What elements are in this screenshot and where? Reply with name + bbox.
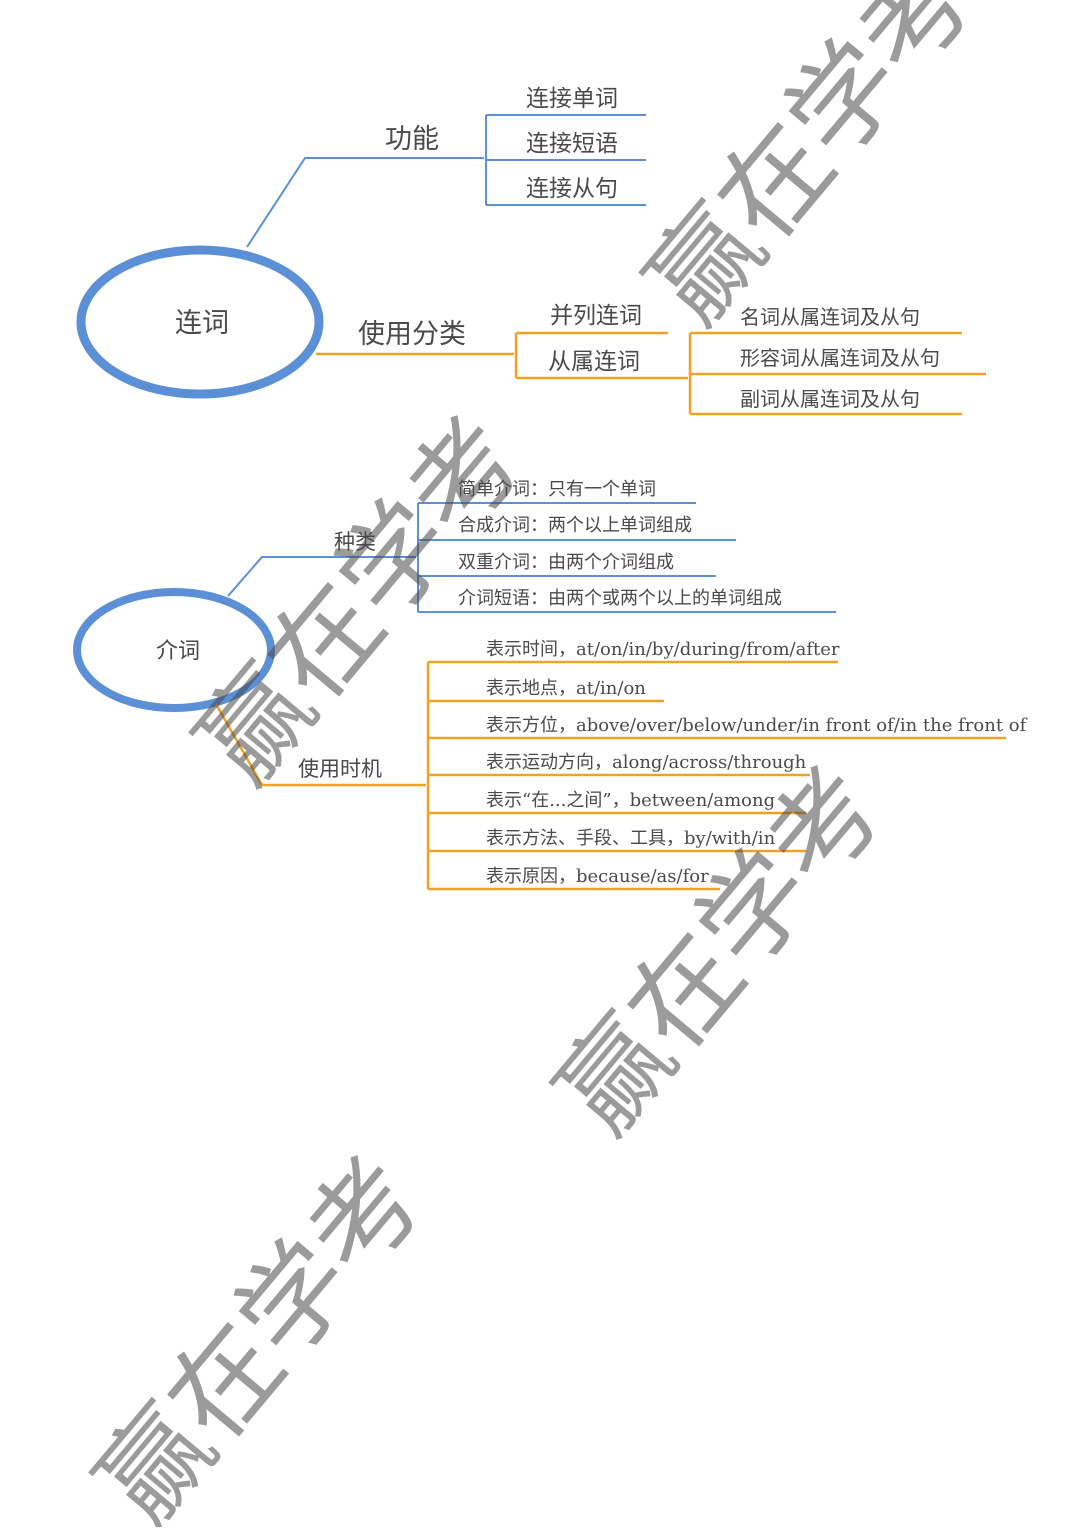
function-item: 连接单词 [526,86,618,112]
usage-label: 使用时机 [298,757,382,781]
usage-connector [214,703,426,787]
types-item: 双重介词：由两个介词组成 [458,552,674,573]
usage-items: 表示时间，at/on/in/by/during/from/after 表示地点，… [428,639,1028,891]
types-label: 种类 [334,530,376,554]
function-label: 功能 [385,124,439,155]
preposition-root-label: 介词 [156,639,200,664]
types-items: 简单介词：只有一个单词 合成介词：两个以上单词组成 双重介词：由两个介词组成 介… [418,479,836,613]
watermark-text: 赢在学考 [624,0,997,347]
usage-item: 表示时间，at/on/in/by/during/from/after [486,639,840,660]
usage-item: 表示原因，because/as/for [486,866,709,887]
function-items: 连接单词 连接短语 连接从句 [486,86,646,206]
conjunction-root-ring [76,245,324,399]
subordinate-conjunction: 从属连词 [548,349,640,375]
conjunction-map: 连词 功能 连接单词 连接短语 连接从句 使用分类 并列连词 从属连词 名词从属… [76,86,986,416]
subordinate-item: 名词从属连词及从句 [740,305,920,329]
subordinate-items: 名词从属连词及从句 形容词从属连词及从句 副词从属连词及从句 [690,305,986,416]
types-item: 简单介词：只有一个单词 [458,479,656,500]
conjunction-root-label: 连词 [175,308,229,339]
subordinate-item: 形容词从属连词及从句 [740,346,940,370]
usage-item: 表示运动方向，along/across/through [486,752,807,773]
usage-item: 表示方法、手段、工具，by/with/in [486,828,776,849]
types-item: 合成介词：两个以上单词组成 [458,515,692,536]
preposition-map: 介词 种类 简单介词：只有一个单词 合成介词：两个以上单词组成 双重介词：由两个… [73,479,1028,891]
types-item: 介词短语：由两个或两个以上的单词组成 [458,588,782,609]
usage-item: 表示“在...之间”，between/among [486,790,775,811]
function-item: 连接从句 [526,176,618,202]
subordinate-item: 副词从属连词及从句 [740,387,920,411]
usage-item: 表示方位，above/over/below/under/in front of/… [486,715,1028,736]
watermark-text: 赢在学考 [74,1135,447,1527]
coordinate-conjunction: 并列连词 [550,303,642,329]
preposition-root-ring [73,588,275,712]
function-item: 连接短语 [526,131,618,157]
classification-label: 使用分类 [358,319,466,350]
types-connector [227,556,416,597]
function-connector [246,157,484,248]
usage-item: 表示地点，at/in/on [486,678,646,699]
